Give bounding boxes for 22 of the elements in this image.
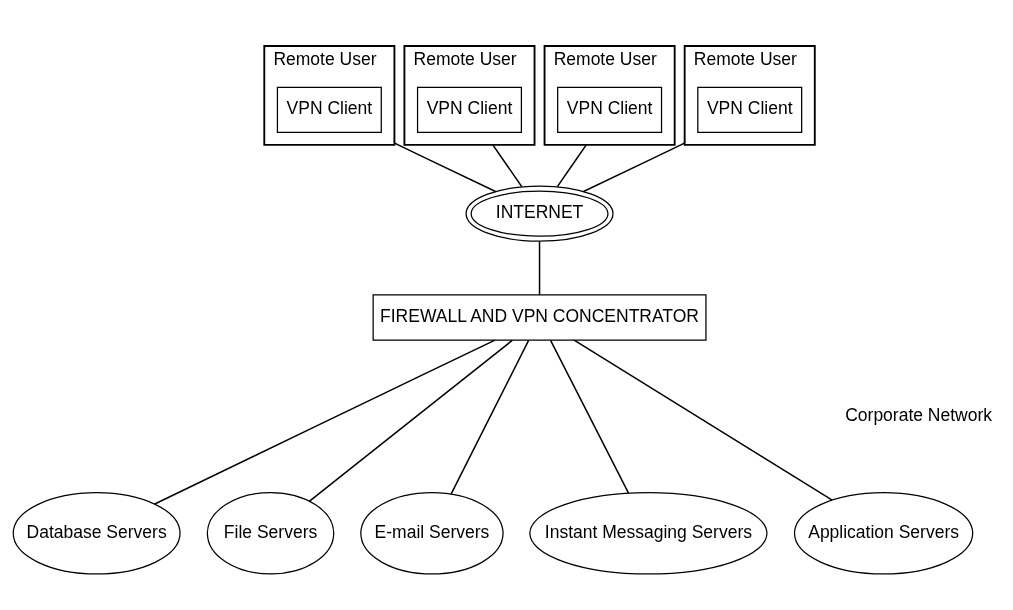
connector [308,339,513,502]
connector [393,142,497,193]
connector [573,339,833,501]
connector [492,144,523,188]
node-ellipse: E-mail Servers [360,492,504,575]
node-ellipse: Database Servers [12,492,181,575]
label: Corporate Network [845,404,993,425]
connector [450,339,530,495]
node-box: FIREWALL AND VPN CONCENTRATOR [372,294,707,341]
connector [549,339,630,494]
node-ellipse: File Servers [206,492,335,575]
node-box: VPN Client [276,86,382,133]
connector [582,142,686,193]
node-ellipse: Instant Messaging Servers [529,492,768,575]
connector [154,339,496,505]
connector [556,144,587,188]
connector [538,240,541,296]
node-box: VPN Client [557,86,663,133]
node-ellipse: INTERNET [465,185,614,242]
node-ellipse: Application Servers [793,492,974,575]
node-box: VPN Client [697,86,803,133]
node-box: VPN Client [416,86,523,133]
